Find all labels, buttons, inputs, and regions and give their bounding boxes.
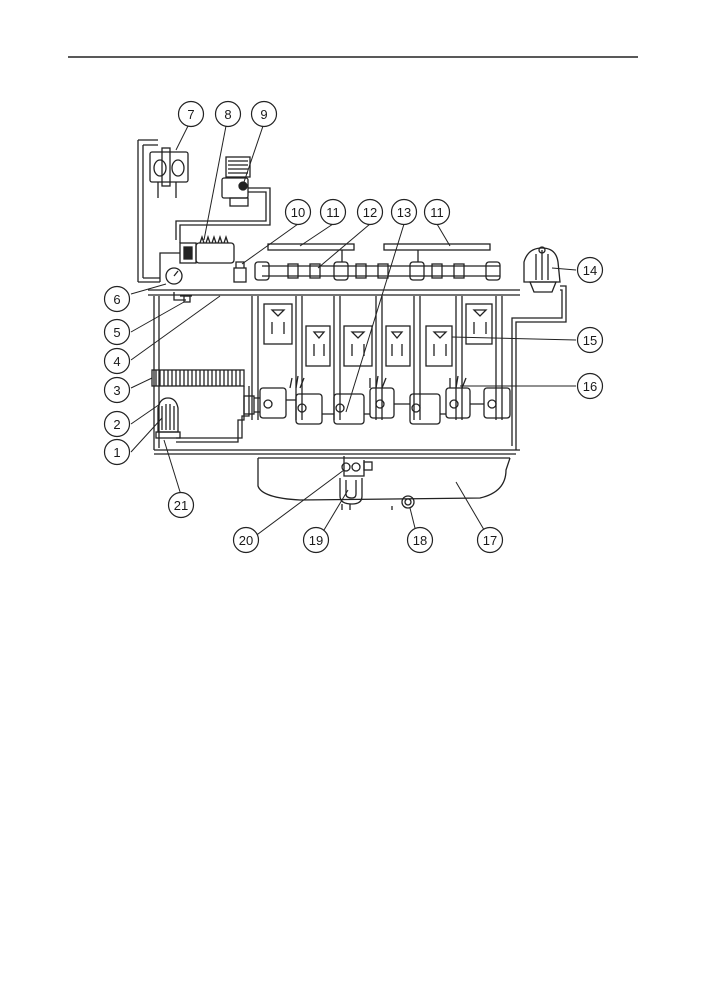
main-oil-gallery bbox=[148, 289, 520, 370]
callout-11-left: 11 bbox=[319, 198, 347, 226]
callout-21: 21 bbox=[167, 491, 195, 519]
callout-label: 7 bbox=[187, 107, 194, 122]
callout-label: 2 bbox=[113, 417, 120, 432]
callout-label: 15 bbox=[583, 333, 597, 348]
callout-14: 14 bbox=[576, 256, 604, 284]
callout-label: 13 bbox=[397, 205, 411, 220]
callout-label: 8 bbox=[224, 107, 231, 122]
callout-label: 9 bbox=[260, 107, 267, 122]
callout-label: 18 bbox=[413, 533, 427, 548]
callout-20: 20 bbox=[232, 526, 260, 554]
callout-11-right: 11 bbox=[423, 198, 451, 226]
callout-label: 3 bbox=[113, 383, 120, 398]
callout-label: 11 bbox=[430, 205, 444, 220]
callout-label: 14 bbox=[583, 263, 597, 278]
sump-return-pipe bbox=[153, 370, 520, 455]
callout-label: 1 bbox=[113, 445, 120, 460]
oil-pump bbox=[339, 456, 373, 510]
callout-10: 10 bbox=[284, 198, 312, 226]
callout-label: 11 bbox=[326, 205, 340, 220]
camshaft bbox=[254, 261, 501, 281]
pressure-gauge bbox=[165, 267, 183, 285]
callout-label: 5 bbox=[113, 325, 120, 340]
callout-4: 4 bbox=[103, 347, 131, 375]
callout-17: 17 bbox=[476, 526, 504, 554]
callout-13: 13 bbox=[390, 198, 418, 226]
oil-radiator bbox=[151, 369, 245, 387]
left-supply-pipe bbox=[137, 139, 160, 283]
callout-label: 4 bbox=[113, 354, 120, 369]
drain-plug bbox=[391, 495, 415, 510]
rocker-shaft-right bbox=[383, 243, 491, 262]
callout-1: 1 bbox=[103, 438, 131, 466]
callout-19: 19 bbox=[302, 526, 330, 554]
callout-3: 3 bbox=[103, 376, 131, 404]
leader-lines bbox=[130, 125, 577, 541]
turbocharger bbox=[511, 246, 567, 450]
callout-label: 16 bbox=[583, 379, 597, 394]
oil-cooler bbox=[159, 220, 235, 282]
crankshaft bbox=[243, 375, 511, 425]
oil-filter-housing bbox=[149, 147, 189, 198]
callout-label: 17 bbox=[483, 533, 497, 548]
callout-label: 20 bbox=[239, 533, 253, 548]
callout-7: 7 bbox=[177, 100, 205, 128]
pistons bbox=[263, 303, 493, 367]
callout-12: 12 bbox=[356, 198, 384, 226]
pump-assembly bbox=[221, 156, 271, 226]
callout-18: 18 bbox=[406, 526, 434, 554]
pressure-sensor bbox=[173, 292, 192, 303]
callout-label: 6 bbox=[113, 292, 120, 307]
callout-label: 21 bbox=[174, 498, 188, 513]
callout-label: 12 bbox=[363, 205, 377, 220]
callout-2: 2 bbox=[103, 410, 131, 438]
rocker-shaft-left bbox=[267, 243, 355, 262]
callout-15: 15 bbox=[576, 326, 604, 354]
callout-9: 9 bbox=[250, 100, 278, 128]
cylinder-block bbox=[251, 296, 503, 420]
relief-valve bbox=[233, 261, 247, 283]
callout-label: 19 bbox=[309, 533, 323, 548]
callout-5: 5 bbox=[103, 318, 131, 346]
callout-16: 16 bbox=[576, 372, 604, 400]
callout-8: 8 bbox=[214, 100, 242, 128]
callout-label: 10 bbox=[291, 205, 305, 220]
callout-6: 6 bbox=[103, 285, 131, 313]
oil-sump bbox=[257, 457, 511, 501]
